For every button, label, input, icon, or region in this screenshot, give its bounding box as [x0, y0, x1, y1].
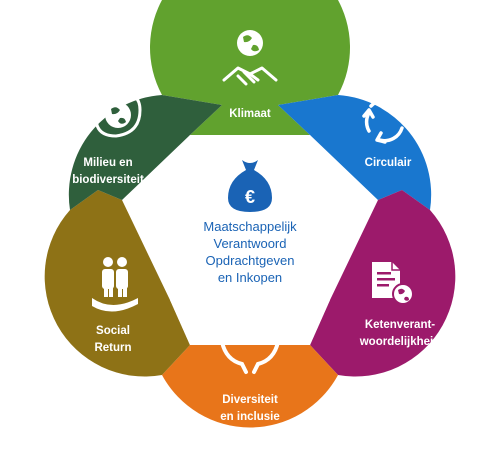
center-shape [170, 135, 330, 345]
document-globe-icon [372, 262, 414, 305]
center-title-line-3: Opdrachtgeven [205, 253, 295, 268]
svg-text:€: € [245, 187, 255, 207]
segment-social-return [44, 190, 190, 377]
label-circulair-line-1: Circulair [364, 157, 412, 169]
label-milieu-line-2: biodiversiteit [72, 174, 144, 186]
recycle-arrows-icon [362, 98, 404, 144]
center-hub: € [170, 135, 330, 345]
center-title-line-4: en Inkopen [217, 270, 283, 285]
segment-klimaat [150, 0, 350, 135]
globe-handshake-icon [222, 30, 278, 86]
center-title-line-1: Maatschappelijk [203, 219, 297, 234]
people-hand-icon [92, 257, 138, 312]
label-klimaat: Klimaat [200, 106, 300, 123]
label-keten: Ketenverant- woordelijkheid [340, 317, 460, 351]
segment-circulair-shape [278, 95, 432, 210]
label-klimaat-line-1: Klimaat [229, 108, 271, 120]
label-social-return: Social Return [63, 323, 163, 357]
label-diversiteit: Diversiteit en inclusie [200, 392, 300, 426]
globe-leaf-icon [94, 91, 142, 138]
label-diversiteit-line-1: Diversiteit [222, 394, 278, 406]
label-milieu: Milieu en biodiversiteit [58, 155, 158, 189]
segment-milieu [68, 91, 223, 210]
center-title: Maatschappelijk Verantwoord Opdrachtgeve… [172, 218, 328, 286]
label-circulair: Circulair [338, 155, 438, 172]
center-title-line-2: Verantwoord [213, 236, 287, 251]
money-bag-euro-icon: € [228, 160, 272, 212]
label-keten-line-1: Ketenverant- [364, 319, 436, 331]
segment-keten [310, 190, 456, 377]
segment-circulair [278, 95, 432, 210]
segment-milieu-shape [68, 95, 223, 210]
segment-klimaat-shape [150, 0, 350, 135]
label-social-return-line-1: Social [96, 325, 130, 337]
label-keten-line-2: woordelijkheid [359, 336, 441, 348]
label-social-return-line-2: Return [94, 342, 132, 354]
segment-diversiteit-shape [162, 345, 338, 428]
label-diversiteit-line-2: en inclusie [220, 411, 280, 423]
label-milieu-line-1: Milieu en [83, 157, 133, 169]
